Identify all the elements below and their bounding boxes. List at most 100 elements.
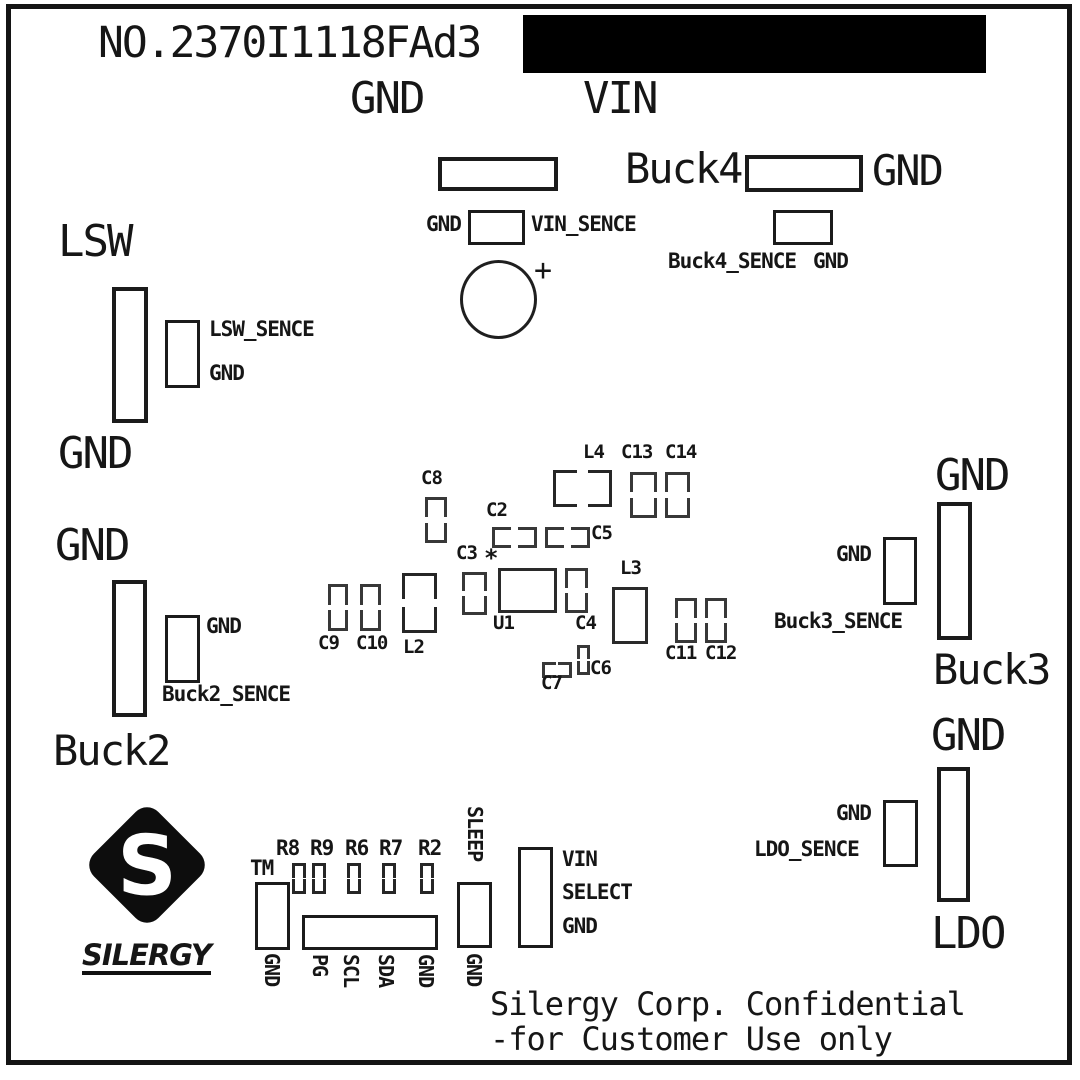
lsw-title: LSW <box>58 216 133 267</box>
buck2-sence-label: Buck2_SENCE <box>162 682 291 706</box>
capacitor-plus-mark: + <box>534 253 553 288</box>
buck3-sence-label: Buck3_SENCE <box>774 609 903 633</box>
confidential-line1: Silergy Corp. Confidential <box>490 985 966 1023</box>
vin-sence-gnd-label: GND <box>426 212 462 236</box>
top-vin-label: VIN <box>583 73 658 124</box>
c8-label: C8 <box>421 467 443 489</box>
silergy-wordmark: SILERGY <box>82 941 212 975</box>
buck4-sence-gnd-label: GND <box>813 249 849 273</box>
buck2-gnd-label: GND <box>55 520 130 571</box>
bulk-capacitor-circle <box>460 260 537 339</box>
redaction-bar <box>523 15 986 73</box>
sleep-gnd-label: GND <box>462 953 486 987</box>
pad-ldo <box>937 767 970 902</box>
lsw-gnd-label: GND <box>58 428 133 479</box>
board-outline <box>6 4 1072 1065</box>
pad-buck3-sence <box>883 537 917 605</box>
vin-select-gnd-label: GND <box>562 914 598 938</box>
c5-capacitor <box>545 527 590 548</box>
l2-inductor <box>402 573 437 633</box>
lsw-sence-label: LSW_SENCE <box>209 317 315 341</box>
l4-inductor <box>553 470 612 507</box>
pad-buck3 <box>937 502 972 640</box>
pad-vin-sence <box>468 210 525 245</box>
vin-select-vin-label: VIN <box>562 847 598 871</box>
r2-resistor <box>420 863 434 894</box>
ldo-gnd-label: GND <box>931 710 1006 761</box>
r9-resistor <box>312 863 326 894</box>
pad-bus-header <box>302 915 438 950</box>
pad-buck4 <box>745 155 863 192</box>
sda-label: SDA <box>374 954 398 988</box>
sleep-label: SLEEP <box>463 806 487 862</box>
l2-label: L2 <box>403 636 425 658</box>
pad-lsw-sence <box>165 320 200 388</box>
r9-label: R9 <box>310 836 334 860</box>
bus-gnd-label: GND <box>414 954 438 988</box>
pad-lsw <box>112 287 148 423</box>
logo-letter: S <box>117 817 177 914</box>
u1-ic <box>498 568 557 613</box>
buck2-title: Buck2 <box>53 726 171 775</box>
c3-capacitor <box>462 572 487 615</box>
l4-label: L4 <box>583 441 605 463</box>
pad-sleep <box>457 882 492 948</box>
board-title: NO.2370I1118FAd3 <box>98 18 482 68</box>
c7-label: C7 <box>541 672 563 694</box>
buck3-title: Buck3 <box>933 645 1051 694</box>
c9-label: C9 <box>318 632 340 654</box>
u1-label: U1 <box>493 612 515 634</box>
pad-buck4-sence <box>773 210 833 245</box>
tm-label: TM <box>250 856 274 880</box>
r6-label: R6 <box>345 836 369 860</box>
buck2-sence-gnd-label: GND <box>206 614 242 638</box>
buck4-title: Buck4 <box>625 144 743 193</box>
r7-label: R7 <box>379 836 403 860</box>
r7-resistor <box>382 863 396 894</box>
buck3-sence-gnd-label: GND <box>836 542 872 566</box>
c14-capacitor <box>665 472 690 518</box>
c10-capacitor <box>360 584 381 631</box>
vin-sence-label: VIN_SENCE <box>531 212 637 236</box>
c6-label: C6 <box>590 657 612 679</box>
confidential-line2: -for Customer Use only <box>490 1020 893 1058</box>
c8-capacitor <box>425 497 447 543</box>
silergy-logo-icon: S <box>89 807 205 923</box>
c9-capacitor <box>328 584 348 631</box>
pad-top-gnd <box>438 157 558 191</box>
r8-resistor <box>292 863 306 894</box>
buck4-sence-label: Buck4_SENCE <box>668 249 797 273</box>
c12-label: C12 <box>705 642 737 664</box>
tm-gnd-label: GND <box>260 953 284 987</box>
c6-capacitor <box>577 645 590 675</box>
r2-label: R2 <box>418 836 442 860</box>
r6-resistor <box>347 863 361 894</box>
c2-capacitor <box>492 527 537 548</box>
pad-ldo-sence <box>883 800 918 867</box>
c3-star-mark: * <box>484 544 498 572</box>
c4-capacitor <box>565 568 588 613</box>
c5-label: C5 <box>591 522 613 544</box>
c13-label: C13 <box>621 441 653 463</box>
c3-label: C3 <box>456 542 478 564</box>
c14-label: C14 <box>665 441 697 463</box>
c10-label: C10 <box>356 632 388 654</box>
ldo-sence-label: LDO_SENCE <box>754 837 860 861</box>
c13-capacitor <box>630 472 657 518</box>
vin-select-select-label: SELECT <box>562 880 633 904</box>
buck4-gnd-label: GND <box>872 146 944 195</box>
ldo-sence-gnd-label: GND <box>836 801 872 825</box>
lsw-sence-gnd-label: GND <box>209 361 245 385</box>
pad-buck2-sence <box>165 615 200 683</box>
pad-tm <box>255 882 290 950</box>
c11-capacitor <box>675 598 697 643</box>
c7-capacitor <box>542 662 572 678</box>
r8-label: R8 <box>276 836 300 860</box>
c4-label: C4 <box>575 612 597 634</box>
pad-vin-select <box>518 847 553 948</box>
ldo-title: LDO <box>931 908 1006 959</box>
l3-label: L3 <box>620 557 642 579</box>
c11-label: C11 <box>665 642 697 664</box>
top-gnd-label: GND <box>350 73 425 124</box>
